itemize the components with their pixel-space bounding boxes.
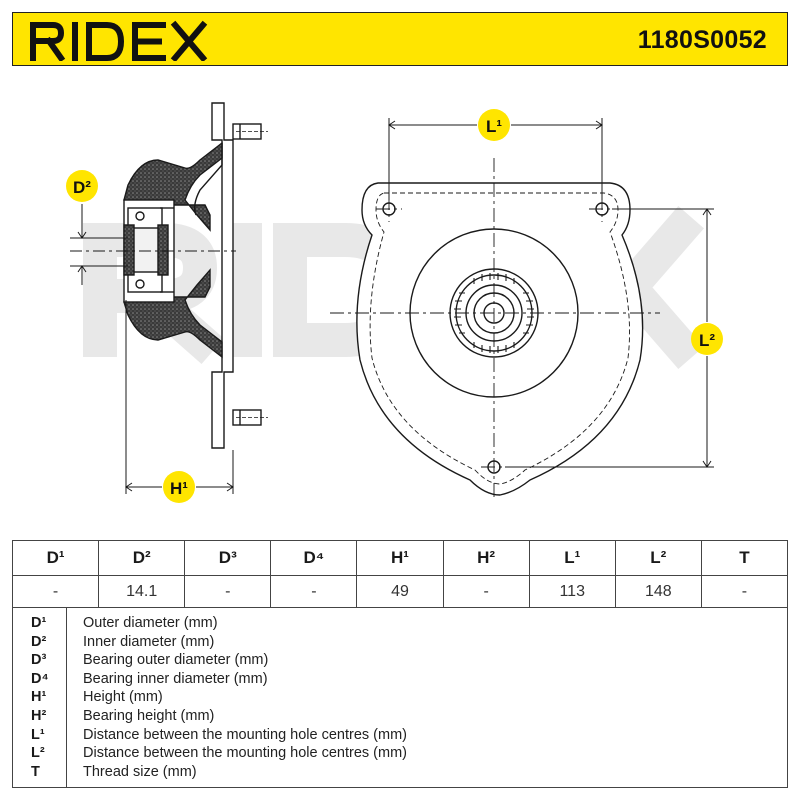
side-section-view [70,102,268,449]
legend-description: Height (mm) [83,689,163,706]
spec-header-l2: L² [614,540,702,576]
legend-symbol: D¹ [31,615,47,631]
spec-header-l1: L¹ [528,540,616,576]
legend-description: Outer diameter (mm) [83,615,218,631]
spec-header-h2: H² [442,540,530,576]
legend-description: Bearing inner diameter (mm) [83,670,268,687]
rubber-lower [123,268,223,359]
spec-value-d3: - [184,575,272,608]
label-d2-badge [66,170,98,202]
part-number: 1180S0052 [637,26,767,54]
legend-symbol: H¹ [31,689,47,706]
rubber-upper [123,141,223,232]
label-h1: H¹ [170,479,188,498]
legend-item: D⁴ Bearing inner diameter (mm) [13,670,787,689]
legend-divider [66,608,67,787]
legend-symbol: D³ [31,652,47,669]
legend-description: Thread size (mm) [83,763,197,780]
spec-header-d4: D⁴ [270,540,358,576]
spec-table: D¹ D² D³ D⁴ H¹ H² L¹ L² T - 14.1 - - 49 … [11,540,789,608]
legend-item: D³ Bearing outer diameter (mm) [13,651,787,670]
brand-logo [30,20,208,61]
label-l2: L² [699,331,715,350]
dimension-h1 [125,300,234,494]
spec-value-l2: 148 [614,575,702,608]
legend-symbol: H² [31,708,47,724]
spec-header-d1: D¹ [11,540,100,576]
dimension-l2 [505,208,714,468]
spec-value-l1: 113 [528,575,616,608]
legend-item: T Thread size (mm) [13,763,787,782]
label-l2-badge [691,323,723,355]
dimension-d2 [70,204,128,285]
spec-header-h1: H¹ [356,540,444,576]
legend-description: Distance between the mounting hole centr… [83,726,407,743]
legend-symbol: L¹ [31,726,45,743]
spec-value-d1: - [11,575,100,608]
spec-value-d4: - [270,575,358,608]
legend: D¹ Outer diameter (mm) D² Inner diameter… [12,608,788,788]
spec-header-d3: D³ [184,540,272,576]
label-d2: D² [73,178,91,197]
spec-value-d2: 14.1 [98,575,186,608]
header-bar: 1180S0052 [12,12,788,66]
spec-value-t: - [700,575,789,608]
spec-value-h2: - [442,575,530,608]
legend-description: Distance between the mounting hole centr… [83,745,407,762]
legend-description: Inner diameter (mm) [83,633,215,650]
label-l1-badge [478,109,510,141]
legend-item: D² Inner diameter (mm) [13,633,787,652]
legend-symbol: D² [31,633,47,650]
legend-description: Bearing height (mm) [83,708,215,724]
spec-header-d2: D² [98,540,186,576]
spec-header-t: T [700,540,789,576]
top-plan-view [330,158,660,500]
legend-description: Bearing outer diameter (mm) [83,652,269,669]
spec-value-h1: 49 [356,575,444,608]
label-l1: L¹ [486,117,502,136]
legend-item: H¹ Height (mm) [13,688,787,707]
legend-item: D¹ Outer diameter (mm) [13,614,787,633]
legend-symbol: L² [31,745,45,762]
spec-header-row: D¹ D² D³ D⁴ H¹ H² L¹ L² T [11,540,789,576]
legend-symbol: T [31,763,40,780]
spec-value-row: - 14.1 - - 49 - 113 148 - [11,575,789,608]
legend-symbol: D⁴ [31,670,49,687]
legend-item: H² Bearing height (mm) [13,707,787,726]
dimension-l1 [388,118,603,200]
legend-item: L² Distance between the mounting hole ce… [13,744,787,763]
legend-item: L¹ Distance between the mounting hole ce… [13,726,787,745]
label-h1-badge [163,471,195,503]
